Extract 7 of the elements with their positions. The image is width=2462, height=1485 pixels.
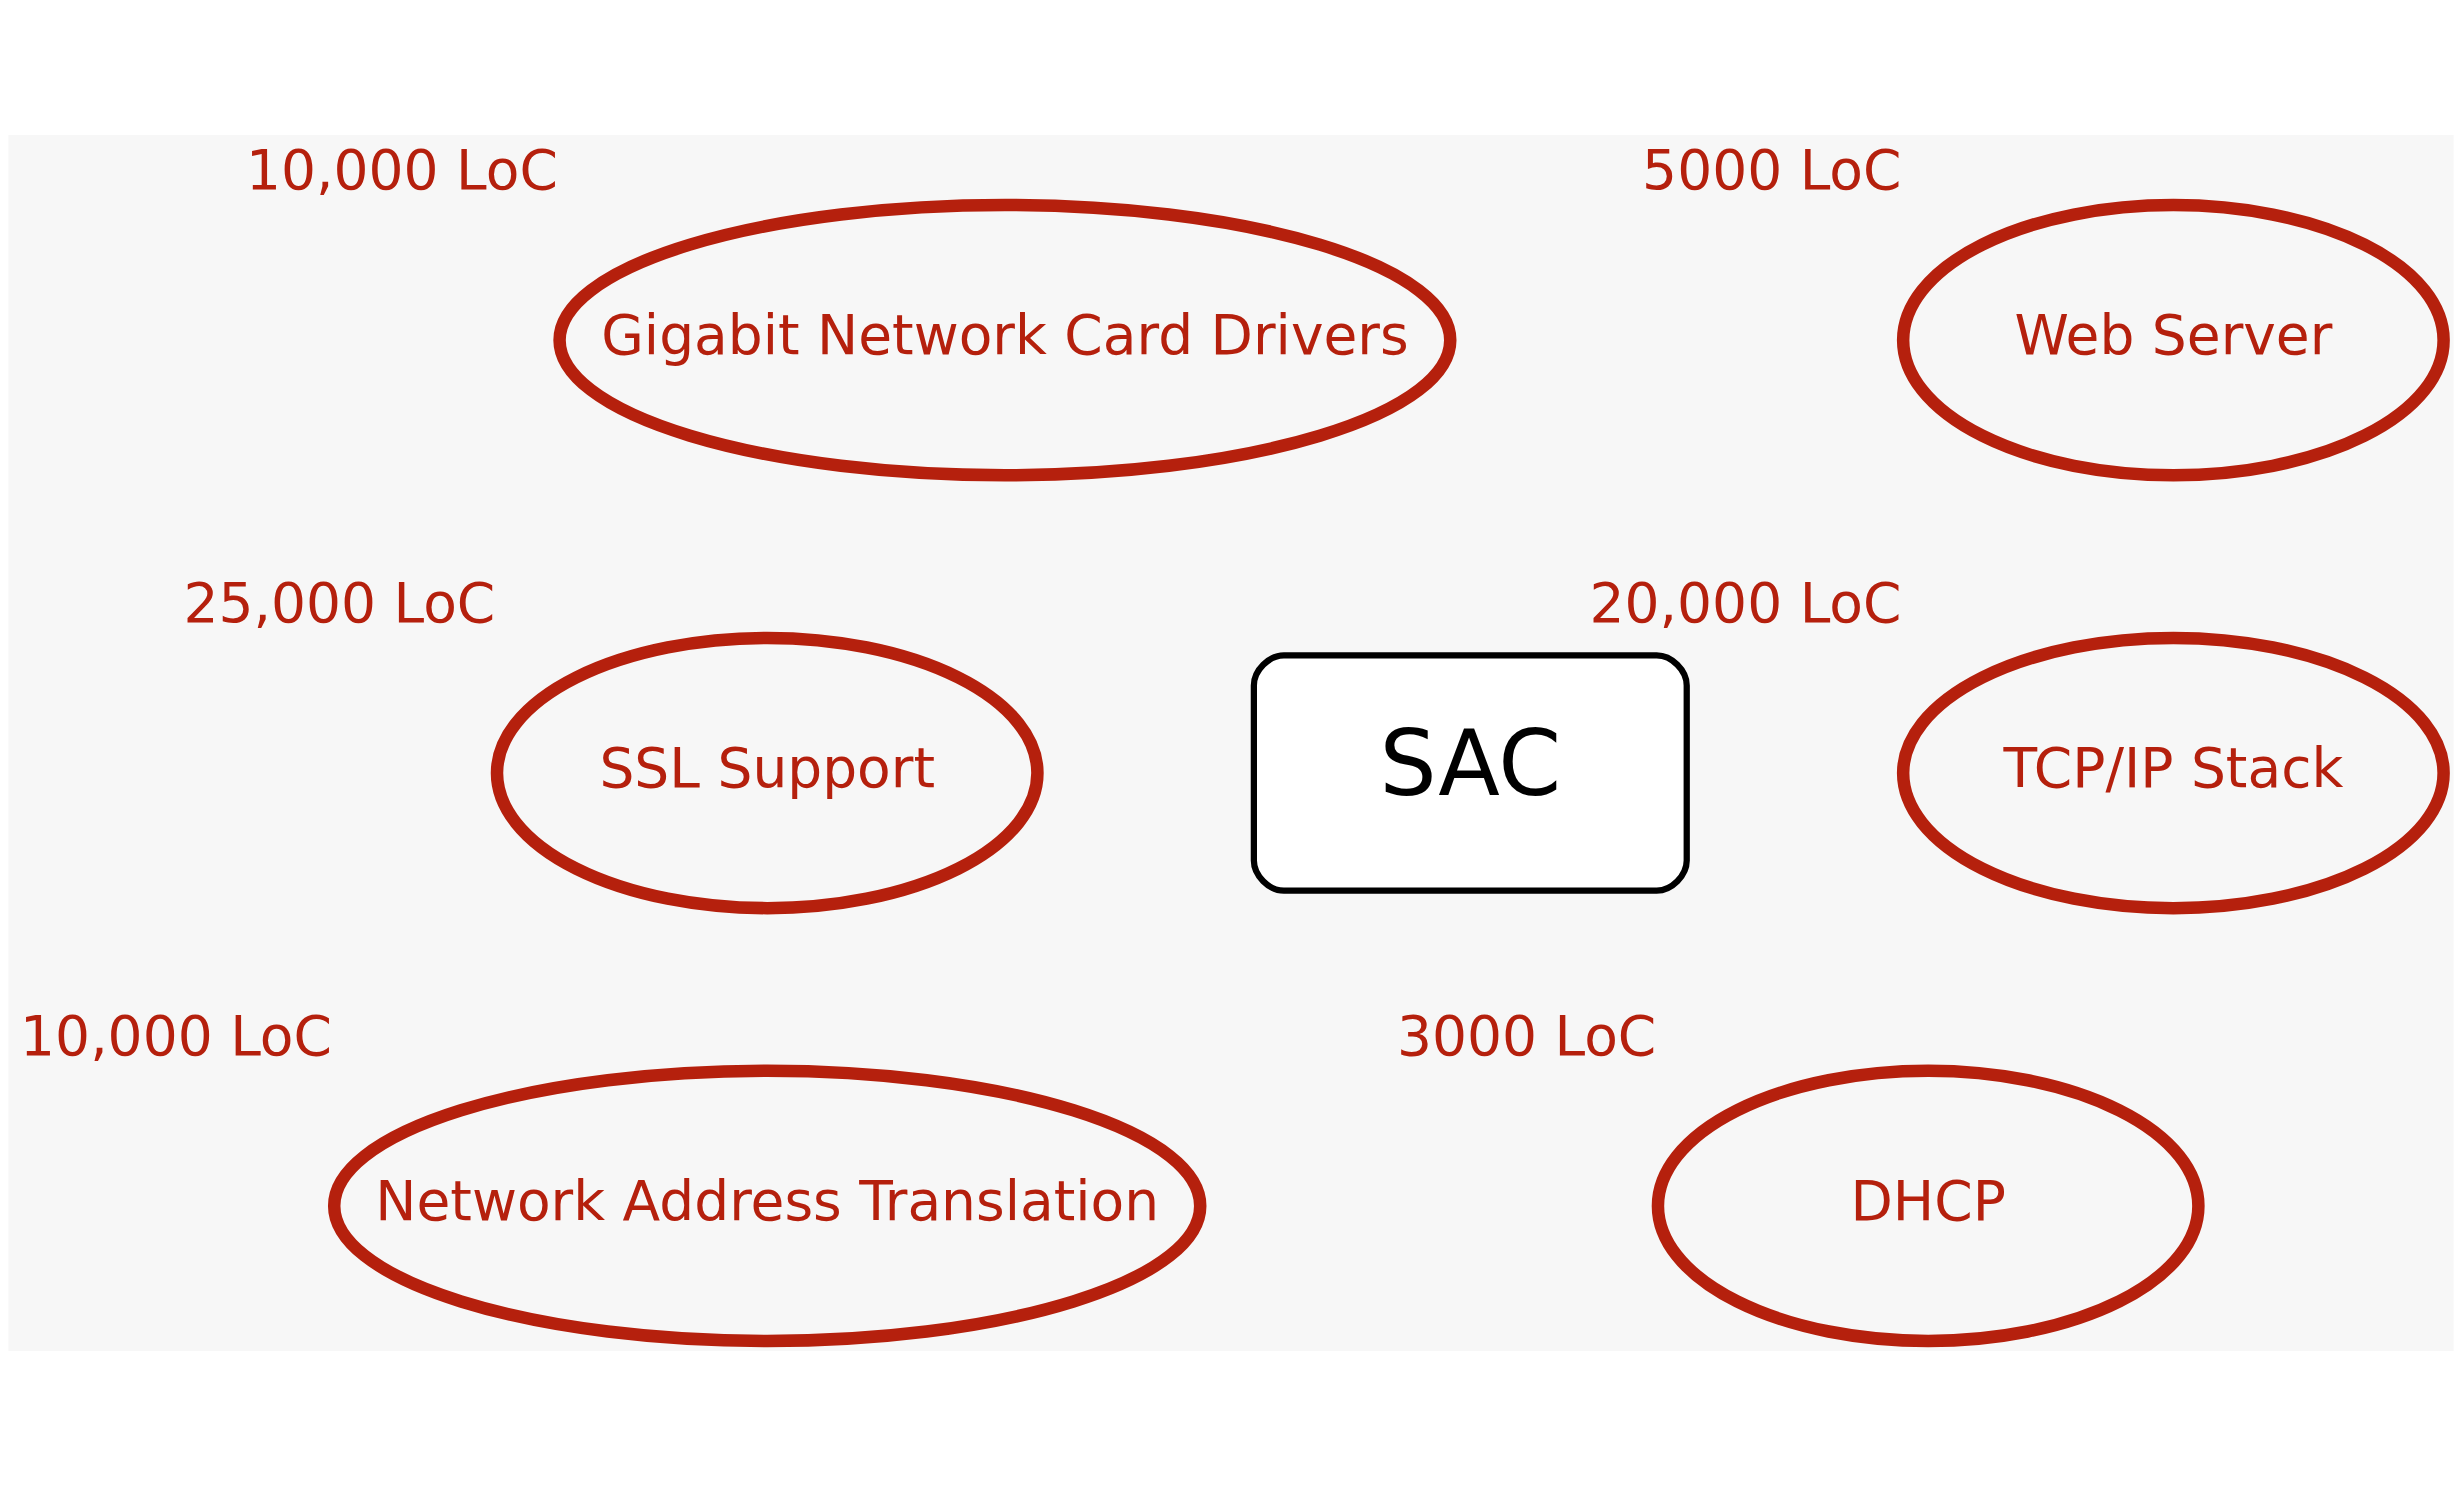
node-ellipse: Web Server xyxy=(1896,198,2450,482)
node-ellipse: TCP/IP Stack xyxy=(1896,631,2450,914)
node-ellipse: SSL Support xyxy=(490,631,1044,914)
node-ellipse: DHCP xyxy=(1651,1064,2205,1347)
node-ellipse: Network Address Translation xyxy=(327,1064,1207,1347)
node-ellipse: Gigabit Network Card Drivers xyxy=(553,198,1457,482)
node-box: SAC xyxy=(1250,651,1690,894)
